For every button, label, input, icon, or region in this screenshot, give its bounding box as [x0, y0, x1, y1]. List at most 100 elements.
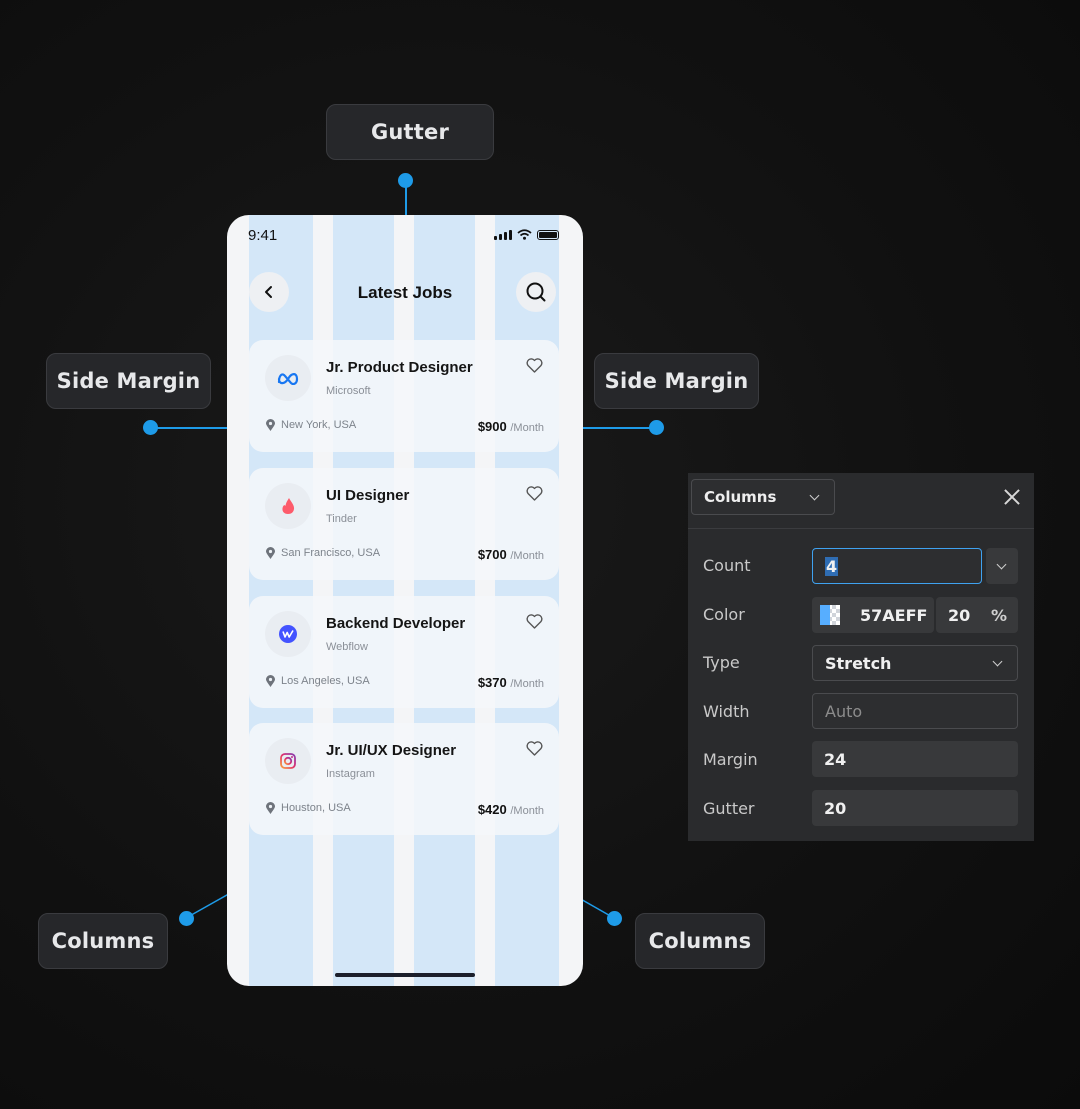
job-title: UI Designer	[326, 487, 410, 504]
chevron-down-icon	[809, 490, 820, 501]
salary-period: /Month	[510, 550, 544, 562]
status-icons	[494, 229, 559, 240]
percent-unit: %	[990, 605, 1007, 625]
heart-icon[interactable]	[526, 614, 543, 629]
heart-icon[interactable]	[526, 486, 543, 501]
location-pin-icon	[266, 547, 275, 559]
count-label: Count	[703, 556, 751, 575]
battery-icon	[537, 230, 559, 240]
instagram-logo-icon	[280, 753, 296, 769]
page-title: Latest Jobs	[357, 283, 453, 302]
chevron-down-icon	[996, 559, 1007, 570]
margin-value: 24	[824, 749, 847, 769]
company-logo	[265, 355, 311, 401]
job-card[interactable]: Jr. Product Designer Microsoft New York,…	[249, 340, 559, 452]
margin-input[interactable]: 24	[812, 741, 1018, 777]
close-icon[interactable]	[1002, 487, 1022, 507]
company-logo	[265, 483, 311, 529]
webflow-logo-icon	[279, 625, 297, 643]
wifi-icon	[517, 229, 532, 240]
width-label: Width	[703, 702, 750, 721]
count-input[interactable]: 4	[812, 548, 982, 584]
company-name: Instagram	[326, 768, 375, 780]
salary-period: /Month	[510, 678, 544, 690]
job-location: Houston, USA	[266, 802, 351, 814]
job-card[interactable]: Jr. UI/UX Designer Instagram Houston, US…	[249, 723, 559, 835]
salary-period: /Month	[510, 422, 544, 434]
salary-period: /Month	[510, 805, 544, 817]
gutter-input[interactable]: 20	[812, 790, 1018, 826]
heart-icon[interactable]	[526, 741, 543, 756]
salary-amount: $370	[477, 675, 507, 690]
location-text: Houston, USA	[281, 802, 351, 814]
color-label: Color	[703, 605, 745, 624]
job-salary: $700 /Month	[478, 547, 544, 562]
job-title: Jr. Product Designer	[326, 359, 473, 376]
job-title: Backend Developer	[326, 615, 466, 632]
home-indicator	[335, 973, 475, 977]
columns-left-dot	[179, 911, 194, 926]
grid-type-label: Columns	[704, 488, 777, 506]
columns-right-dot	[607, 911, 622, 926]
company-name: Webflow	[326, 641, 368, 653]
gutter-callout: Gutter	[326, 104, 494, 160]
layout-grid-panel: Columns Count 4 Color 57AEFF 20 % Type S…	[688, 473, 1034, 841]
margin-label: Margin	[703, 750, 758, 769]
job-salary: $370 /Month	[478, 675, 544, 690]
salary-amount: $900	[477, 419, 507, 434]
location-text: Los Angeles, USA	[281, 675, 370, 687]
color-swatch[interactable]	[820, 605, 840, 625]
job-salary: $420 /Month	[478, 802, 544, 817]
side-margin-right-callout: Side Margin	[594, 353, 759, 409]
job-location: San Francisco, USA	[266, 547, 380, 559]
color-opacity-value: 20	[948, 605, 971, 625]
location-text: New York, USA	[281, 419, 357, 431]
side-margin-right-dot	[649, 420, 664, 435]
search-button[interactable]	[516, 272, 556, 312]
color-hex-value: 57AEFF	[860, 605, 928, 625]
color-hex-field[interactable]: 57AEFF	[812, 597, 934, 633]
columns-left-callout: Columns	[38, 913, 168, 969]
side-margin-left-connector	[150, 427, 243, 429]
columns-right-callout: Columns	[635, 913, 765, 969]
salary-amount: $700	[477, 547, 507, 562]
company-name: Microsoft	[326, 385, 371, 397]
job-title: Jr. UI/UX Designer	[326, 742, 457, 759]
type-value: Stretch	[825, 653, 892, 673]
location-text: San Francisco, USA	[281, 547, 381, 559]
side-margin-left-callout: Side Margin	[46, 353, 211, 409]
company-logo	[265, 738, 311, 784]
gutter-dot	[398, 173, 413, 188]
job-location: Los Angeles, USA	[266, 675, 370, 687]
chevron-down-icon	[992, 656, 1003, 667]
location-pin-icon	[266, 675, 275, 687]
job-location: New York, USA	[266, 419, 356, 431]
count-dropdown-button[interactable]	[986, 548, 1018, 584]
company-logo	[265, 611, 311, 657]
meta-logo-icon	[277, 373, 299, 385]
type-select[interactable]: Stretch	[812, 645, 1018, 681]
side-margin-right-connector	[565, 427, 657, 429]
salary-amount: $420	[477, 802, 507, 817]
grid-type-select[interactable]: Columns	[691, 479, 835, 515]
width-input[interactable]: Auto	[812, 693, 1018, 729]
color-opacity-field[interactable]: 20 %	[936, 597, 1018, 633]
tinder-flame-icon	[282, 498, 295, 514]
location-pin-icon	[266, 802, 275, 814]
search-icon	[526, 282, 546, 302]
type-label: Type	[703, 653, 740, 672]
gutter-value: 20	[824, 798, 847, 818]
job-card[interactable]: Backend Developer Webflow Los Angeles, U…	[249, 596, 559, 708]
gutter-label: Gutter	[703, 799, 755, 818]
signal-icon	[494, 230, 512, 240]
phone-mockup: 9:41 Latest Jobs Jr. Product Designer Mi…	[227, 215, 583, 986]
status-time: 9:41	[248, 227, 278, 244]
back-button[interactable]	[249, 272, 289, 312]
width-placeholder: Auto	[825, 701, 863, 721]
location-pin-icon	[266, 419, 275, 431]
side-margin-left-dot	[143, 420, 158, 435]
panel-header: Columns	[688, 473, 1034, 529]
job-card[interactable]: UI Designer Tinder San Francisco, USA $7…	[249, 468, 559, 580]
heart-icon[interactable]	[526, 358, 543, 373]
chevron-left-icon	[265, 286, 272, 298]
